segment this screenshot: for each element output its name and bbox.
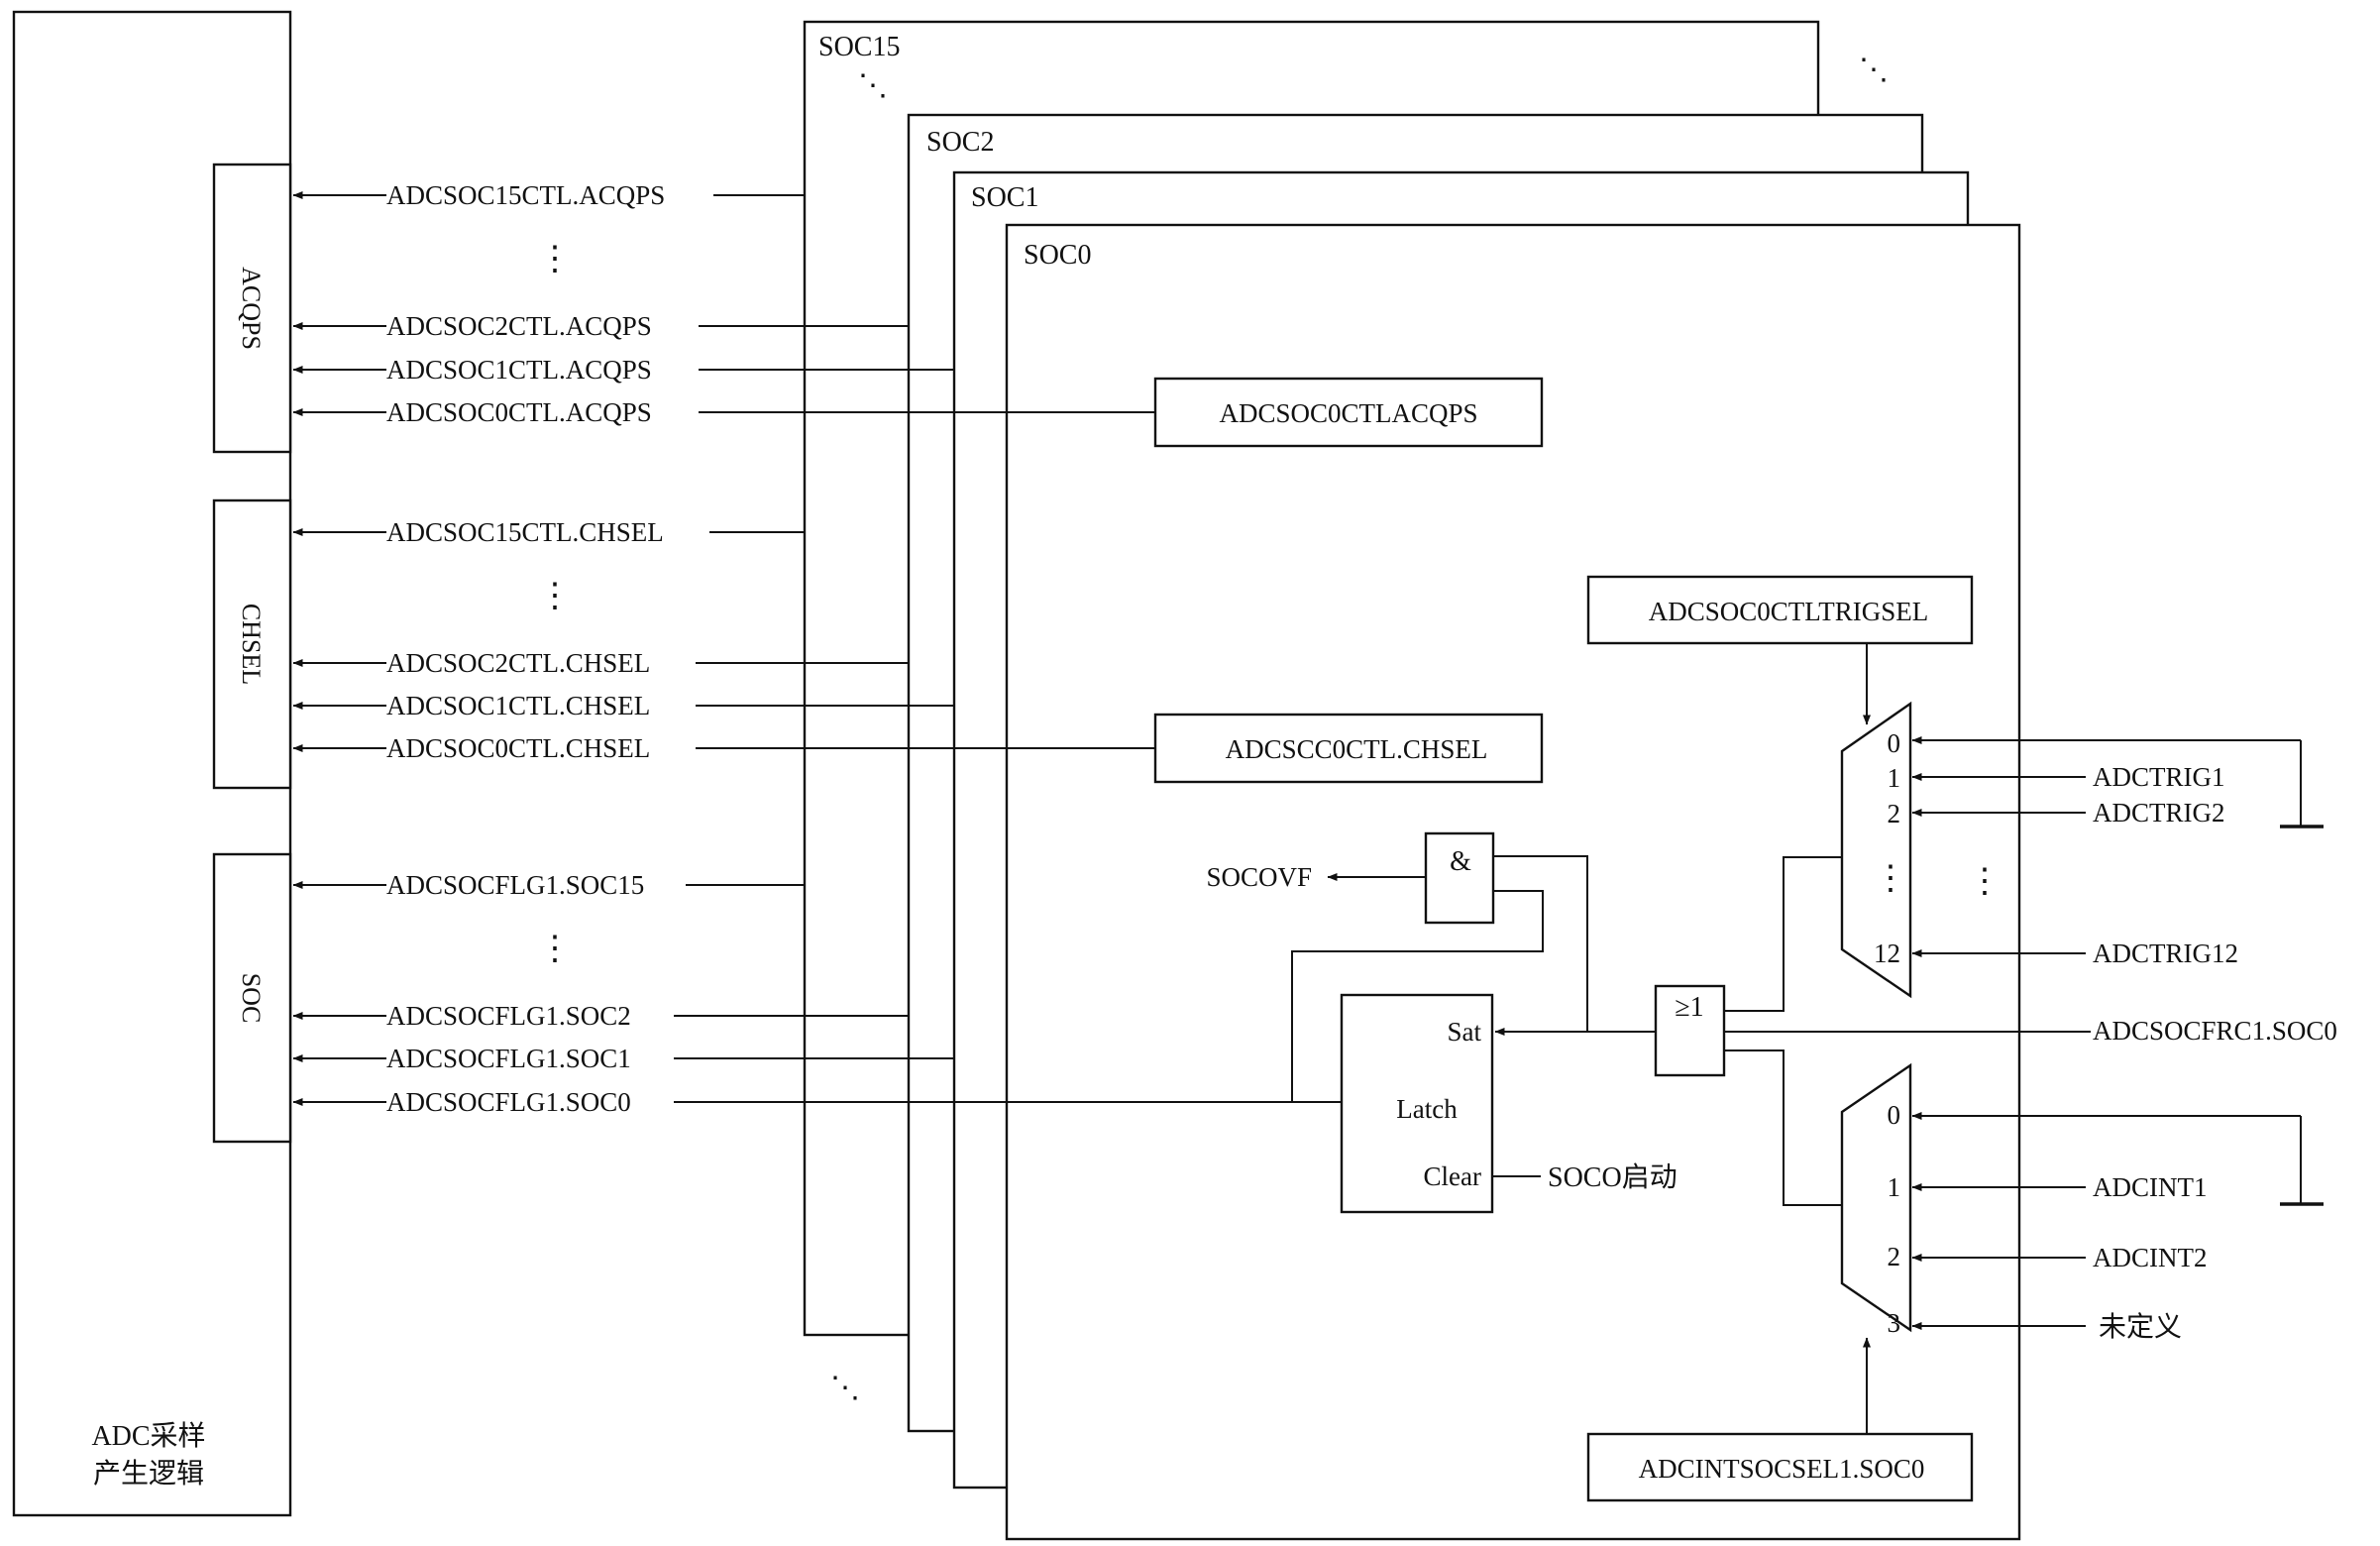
trig-mux-in-2: 2 — [1888, 799, 1901, 828]
trig-mux-in-0: 0 — [1888, 728, 1901, 758]
int-mux-in-1: 1 — [1888, 1172, 1901, 1202]
acqps-signals: ADCSOC15CTL.ACQPS ⋮ ADCSOC2CTL.ACQPS ADC… — [292, 180, 1155, 427]
signal-chsel1: ADCSOC1CTL.CHSEL — [386, 691, 650, 720]
frames-dots-bottom-left: ⋱ — [830, 1372, 860, 1404]
adctrig12-label: ADCTRIG12 — [2093, 939, 2238, 968]
acqps-group-box — [212, 163, 292, 454]
and-gate-symbol: & — [1450, 846, 1471, 877]
sat-to-and-wire — [1493, 855, 1588, 1032]
signal-flg15: ADCSOCFLG1.SOC15 — [386, 870, 644, 900]
adc-sampling-label-line1: ADC采样 — [91, 1420, 205, 1452]
soc-flag-signals: ADCSOCFLG1.SOC15 ⋮ ADCSOCFLG1.SOC2 ADCSO… — [292, 870, 1342, 1117]
trig-mux-in-12: 12 — [1874, 939, 1900, 968]
latch-latch-label: Latch — [1396, 1094, 1458, 1124]
signal-flg1: ADCSOCFLG1.SOC1 — [386, 1044, 631, 1073]
adcint2-label: ADCINT2 — [2093, 1243, 2208, 1272]
signal-acqps1: ADCSOC1CTL.ACQPS — [386, 355, 652, 385]
signal-chsel0: ADCSOC0CTL.CHSEL — [386, 733, 650, 763]
and-to-flag-wire — [1291, 890, 1544, 1102]
soc0-frame-label: SOC0 — [1024, 240, 1091, 271]
acqps-dots: ⋮ — [538, 241, 572, 277]
signal-acqps15: ADCSOC15CTL.ACQPS — [386, 180, 665, 210]
soc-group-label: SOC — [237, 973, 266, 1024]
adc-sampling-label-line2: 产生逻辑 — [93, 1458, 204, 1490]
latch-sat-label: Sat — [1447, 1017, 1481, 1047]
interrupt-mux — [1840, 1062, 1912, 1333]
or-gate-symbol: ≥1 — [1675, 992, 1703, 1023]
trig-mux-dots: ⋮ — [1874, 860, 1907, 897]
intsel-register-label: ADCINTSOCSEL1.SOC0 — [1639, 1454, 1925, 1484]
signal-acqps2: ADCSOC2CTL.ACQPS — [386, 311, 652, 341]
acqps-register-label: ADCSOC0CTLACQPS — [1219, 398, 1477, 428]
signal-flg2: ADCSOCFLG1.SOC2 — [386, 1001, 631, 1031]
socovf-label: SOCOVF — [1206, 862, 1312, 892]
chsel-register-box — [1153, 713, 1544, 784]
chsel-group-box — [212, 498, 292, 790]
trigger-mux — [1840, 701, 1912, 999]
force-label: ADCSOCFRC1.SOC0 — [2093, 1016, 2337, 1046]
adcint1-label: ADCINT1 — [2093, 1172, 2208, 1202]
intsel-register-box — [1586, 1432, 1974, 1502]
signal-acqps0: ADCSOC0CTL.ACQPS — [386, 397, 652, 427]
frames-dots-top-left: ⋱ — [858, 69, 888, 102]
soc1-frame-label: SOC1 — [971, 182, 1038, 213]
signal-flg0: ADCSOCFLG1.SOC0 — [386, 1087, 631, 1117]
soc15-frame-label: SOC15 — [818, 32, 900, 62]
acqps-register-box — [1153, 377, 1544, 448]
soc-group-box — [212, 852, 292, 1144]
adctrig2-label: ADCTRIG2 — [2093, 798, 2225, 828]
undefined-label: 未定义 — [2099, 1311, 2182, 1343]
signal-chsel15: ADCSOC15CTL.CHSEL — [386, 517, 664, 547]
trigmux-to-or-wire — [1724, 856, 1842, 1012]
trig-mux-in-1: 1 — [1888, 763, 1901, 793]
int-mux-in-3: 3 — [1888, 1308, 1901, 1338]
adctrig1-label: ADCTRIG1 — [2093, 762, 2225, 792]
chsel-register-label: ADCSCC0CTL.CHSEL — [1226, 734, 1488, 764]
chsel-group-label: CHSEL — [237, 604, 266, 685]
latch-clear-label: Clear — [1424, 1161, 1481, 1191]
frames-dots-top-right: ⋱ — [1859, 54, 1889, 86]
int-mux-in-2: 2 — [1888, 1242, 1901, 1271]
flg-dots: ⋮ — [538, 931, 572, 967]
chsel-signals: ADCSOC15CTL.CHSEL ⋮ ADCSOC2CTL.CHSEL ADC… — [292, 517, 1155, 763]
trigsel-register-label: ADCSOC0CTLTRIGSEL — [1649, 597, 1929, 626]
acqps-group-label: ACQPS — [237, 267, 266, 350]
and-gate — [1424, 831, 1495, 925]
soco-start-label: SOCO启动 — [1548, 1161, 1677, 1193]
chsel-dots: ⋮ — [538, 578, 572, 614]
int-mux-in-0: 0 — [1888, 1100, 1901, 1130]
intmux-to-or-wire — [1724, 1049, 1842, 1206]
trigsel-register-box — [1586, 575, 1974, 645]
latch-block — [1340, 993, 1494, 1214]
signal-chsel2: ADCSOC2CTL.CHSEL — [386, 648, 650, 678]
trig-sources-dots: ⋮ — [1968, 863, 2001, 900]
soc2-frame-label: SOC2 — [926, 127, 994, 158]
